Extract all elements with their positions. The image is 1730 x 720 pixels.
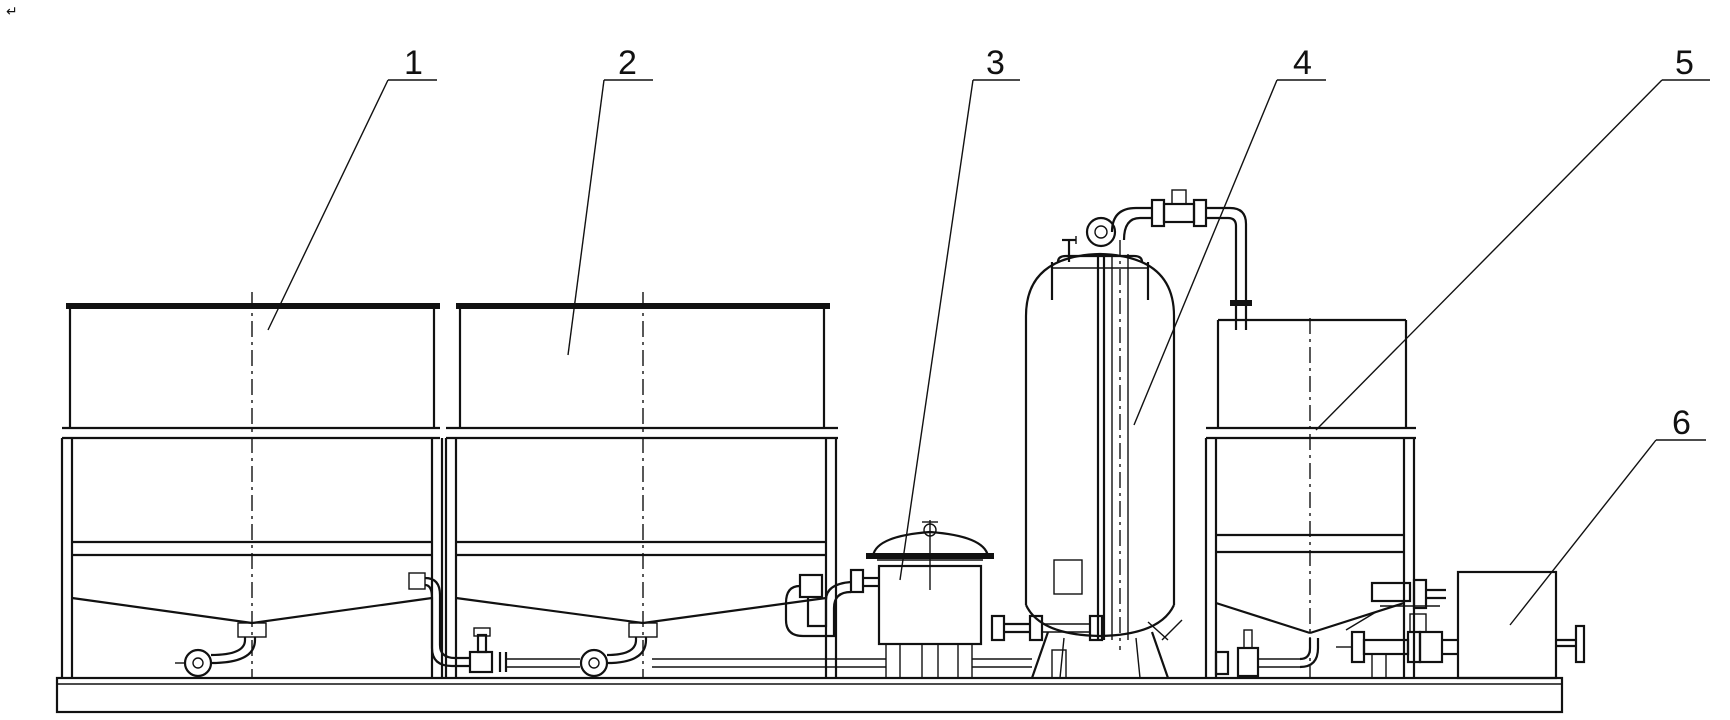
callout-leader-1 xyxy=(267,79,437,331)
callout-number-3: 3 xyxy=(986,44,1005,82)
callout-leader-4 xyxy=(1133,79,1326,426)
tank-2 xyxy=(444,292,838,678)
vessel xyxy=(972,189,1252,679)
callout-leader-2 xyxy=(567,79,653,356)
filter xyxy=(784,520,994,679)
callout-number-1: 1 xyxy=(404,44,423,82)
base-skid xyxy=(55,676,1564,714)
callout-leader-6 xyxy=(1509,439,1706,626)
callout-leader-3 xyxy=(899,79,1020,581)
tank-1 xyxy=(60,292,444,678)
callout-number-2: 2 xyxy=(618,44,637,82)
callout-number-4: 4 xyxy=(1293,44,1312,82)
pipe-tank1-tank2 xyxy=(408,572,826,674)
control-box xyxy=(1456,570,1586,680)
corner-mark: ↵ xyxy=(6,3,18,19)
pipe-to-control-box xyxy=(1336,578,1458,679)
callout-number-5: 5 xyxy=(1675,44,1694,82)
callout-leader-5 xyxy=(1315,79,1710,431)
callout-number-6: 6 xyxy=(1672,404,1691,442)
tank-3 xyxy=(1204,318,1416,678)
